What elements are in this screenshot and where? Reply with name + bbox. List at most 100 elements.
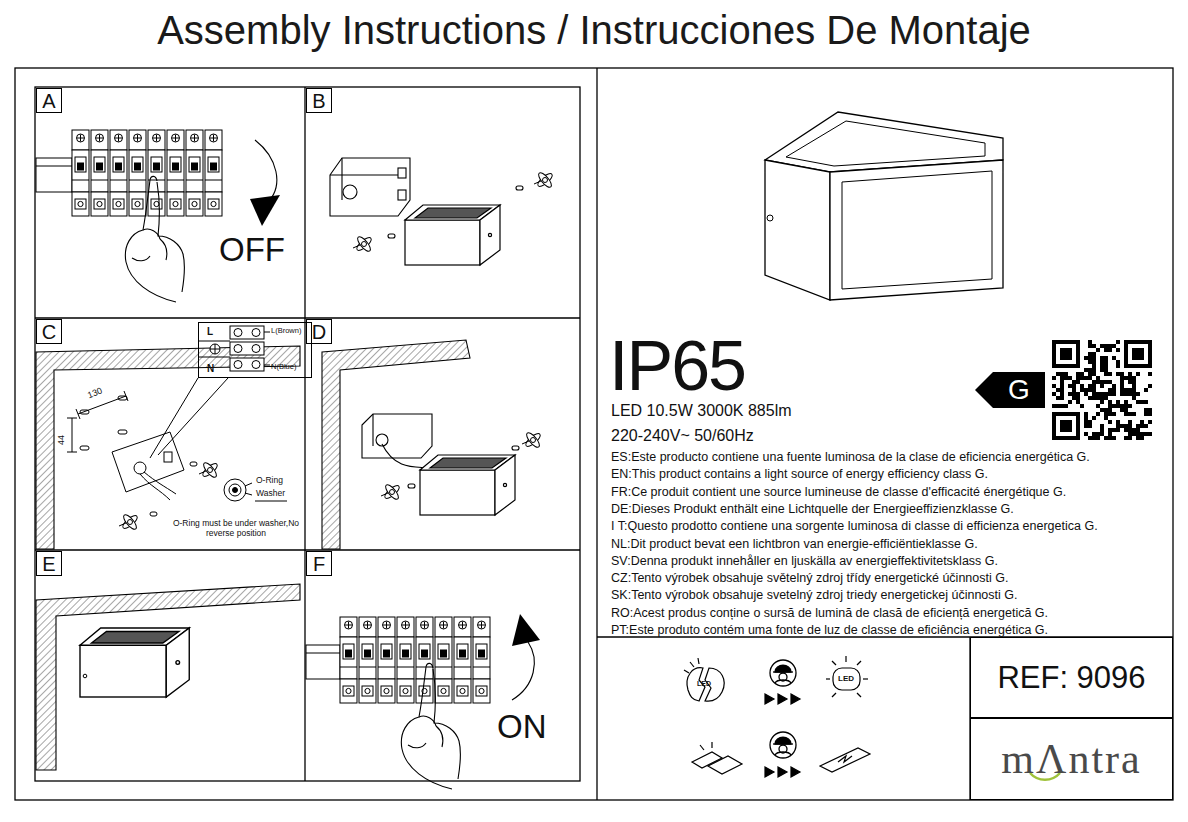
disposal-icons <box>833 668 860 690</box>
qr-module <box>1108 392 1112 396</box>
wiring-view <box>230 358 264 371</box>
qr-module <box>1092 396 1096 400</box>
wiring-view <box>67 326 287 531</box>
qr-module <box>1104 416 1108 420</box>
breaker-panel <box>36 166 72 167</box>
qr-module <box>1144 412 1148 416</box>
mounting-view <box>372 414 373 446</box>
qr-module <box>1088 352 1092 356</box>
qr-module <box>1148 384 1152 388</box>
qr-module <box>1144 424 1148 428</box>
mounting-view <box>522 431 542 449</box>
wiring-view <box>124 391 128 401</box>
qr-module <box>1076 376 1080 380</box>
terminal-label: N <box>207 363 214 375</box>
exploded-view <box>398 168 406 178</box>
qr-module <box>1148 412 1152 416</box>
qr-module <box>1132 396 1136 400</box>
breaker-panel <box>306 614 540 789</box>
product-drawing <box>842 171 992 289</box>
qr-module <box>1080 372 1084 376</box>
qr-module <box>1056 344 1076 364</box>
breaker-panel <box>306 645 340 679</box>
qr-module <box>1128 388 1132 392</box>
qr-module <box>1072 392 1076 396</box>
disposal-icons <box>770 732 796 758</box>
wiring-view <box>67 418 77 419</box>
qr-module <box>1124 400 1128 404</box>
qr-module <box>1080 376 1084 380</box>
wiring-view <box>252 329 260 337</box>
qr-module <box>1124 424 1128 428</box>
breaker-panel <box>255 140 277 201</box>
energy-class-note: NL:Dit product bevat een lichtbron van e… <box>611 537 978 551</box>
qr-module <box>1104 408 1108 412</box>
qr-module <box>1100 364 1104 368</box>
qr-module <box>1104 356 1108 360</box>
wiring-view <box>233 488 238 493</box>
energy-class-note: FR:Ce produit contient une source lumine… <box>611 485 1066 499</box>
part-name: O-Ring <box>256 476 283 486</box>
qr-module <box>1132 384 1136 388</box>
qr-module <box>1120 388 1124 392</box>
qr-module <box>1120 380 1124 384</box>
disposal-icons <box>765 694 800 704</box>
qr-module <box>1112 344 1116 348</box>
qr-code <box>1052 340 1152 440</box>
breaker-panel <box>454 617 471 703</box>
qr-module <box>1076 400 1080 404</box>
qr-module <box>1148 420 1152 424</box>
qr-module <box>1104 436 1108 440</box>
qr-module <box>1136 372 1140 376</box>
wiring-view <box>252 345 260 353</box>
qr-module <box>1136 432 1140 436</box>
breaker-panel <box>306 653 340 654</box>
terminal-label: L <box>207 326 213 338</box>
breaker-panel <box>378 617 395 703</box>
qr-module <box>1064 376 1068 380</box>
exploded-view <box>534 171 554 189</box>
disposal-icons <box>690 662 694 667</box>
reference-box: REF: 9096 <box>970 637 1173 718</box>
exploded-view <box>330 158 554 265</box>
qr-module <box>1124 388 1128 392</box>
qr-module <box>1084 376 1088 380</box>
disposal-icons <box>845 656 846 662</box>
wiring-view <box>198 341 230 342</box>
qr-module <box>1120 384 1124 388</box>
qr-module <box>1140 420 1144 424</box>
page-frame <box>596 68 597 800</box>
step-letter-text: E <box>37 552 61 575</box>
qr-module <box>1056 396 1060 400</box>
qr-module <box>1100 356 1104 360</box>
qr-module <box>1100 400 1104 404</box>
qr-module <box>1084 388 1088 392</box>
qr-module <box>1100 360 1104 364</box>
qr-module <box>1084 412 1088 416</box>
wiring-view <box>198 357 230 358</box>
qr-module <box>1120 424 1124 428</box>
qr-module <box>1136 400 1140 404</box>
qr-module <box>1112 384 1116 388</box>
qr-module <box>1108 344 1112 348</box>
disposal-icons <box>863 678 868 679</box>
breaker-panel <box>473 617 490 703</box>
qr-module <box>1100 432 1104 436</box>
wiring-view <box>255 501 287 502</box>
qr-module <box>1076 396 1080 400</box>
product-drawing <box>786 121 985 166</box>
wiring-view <box>119 513 139 531</box>
qr-module <box>1068 392 1072 396</box>
breaker-panel <box>125 176 184 302</box>
step-letter: E <box>36 551 62 576</box>
installation-note: O-Ring must be under washer,No reverse p… <box>172 519 300 539</box>
exploded-view <box>516 186 523 190</box>
breaker-panel <box>129 130 146 216</box>
brand-logo-box-text: mΛntra <box>971 719 1172 799</box>
qr-module <box>1088 420 1092 424</box>
page-frame <box>15 68 1173 800</box>
installed-lamp <box>80 628 189 697</box>
qr-module <box>1104 372 1108 376</box>
step-letter: C <box>36 319 62 344</box>
